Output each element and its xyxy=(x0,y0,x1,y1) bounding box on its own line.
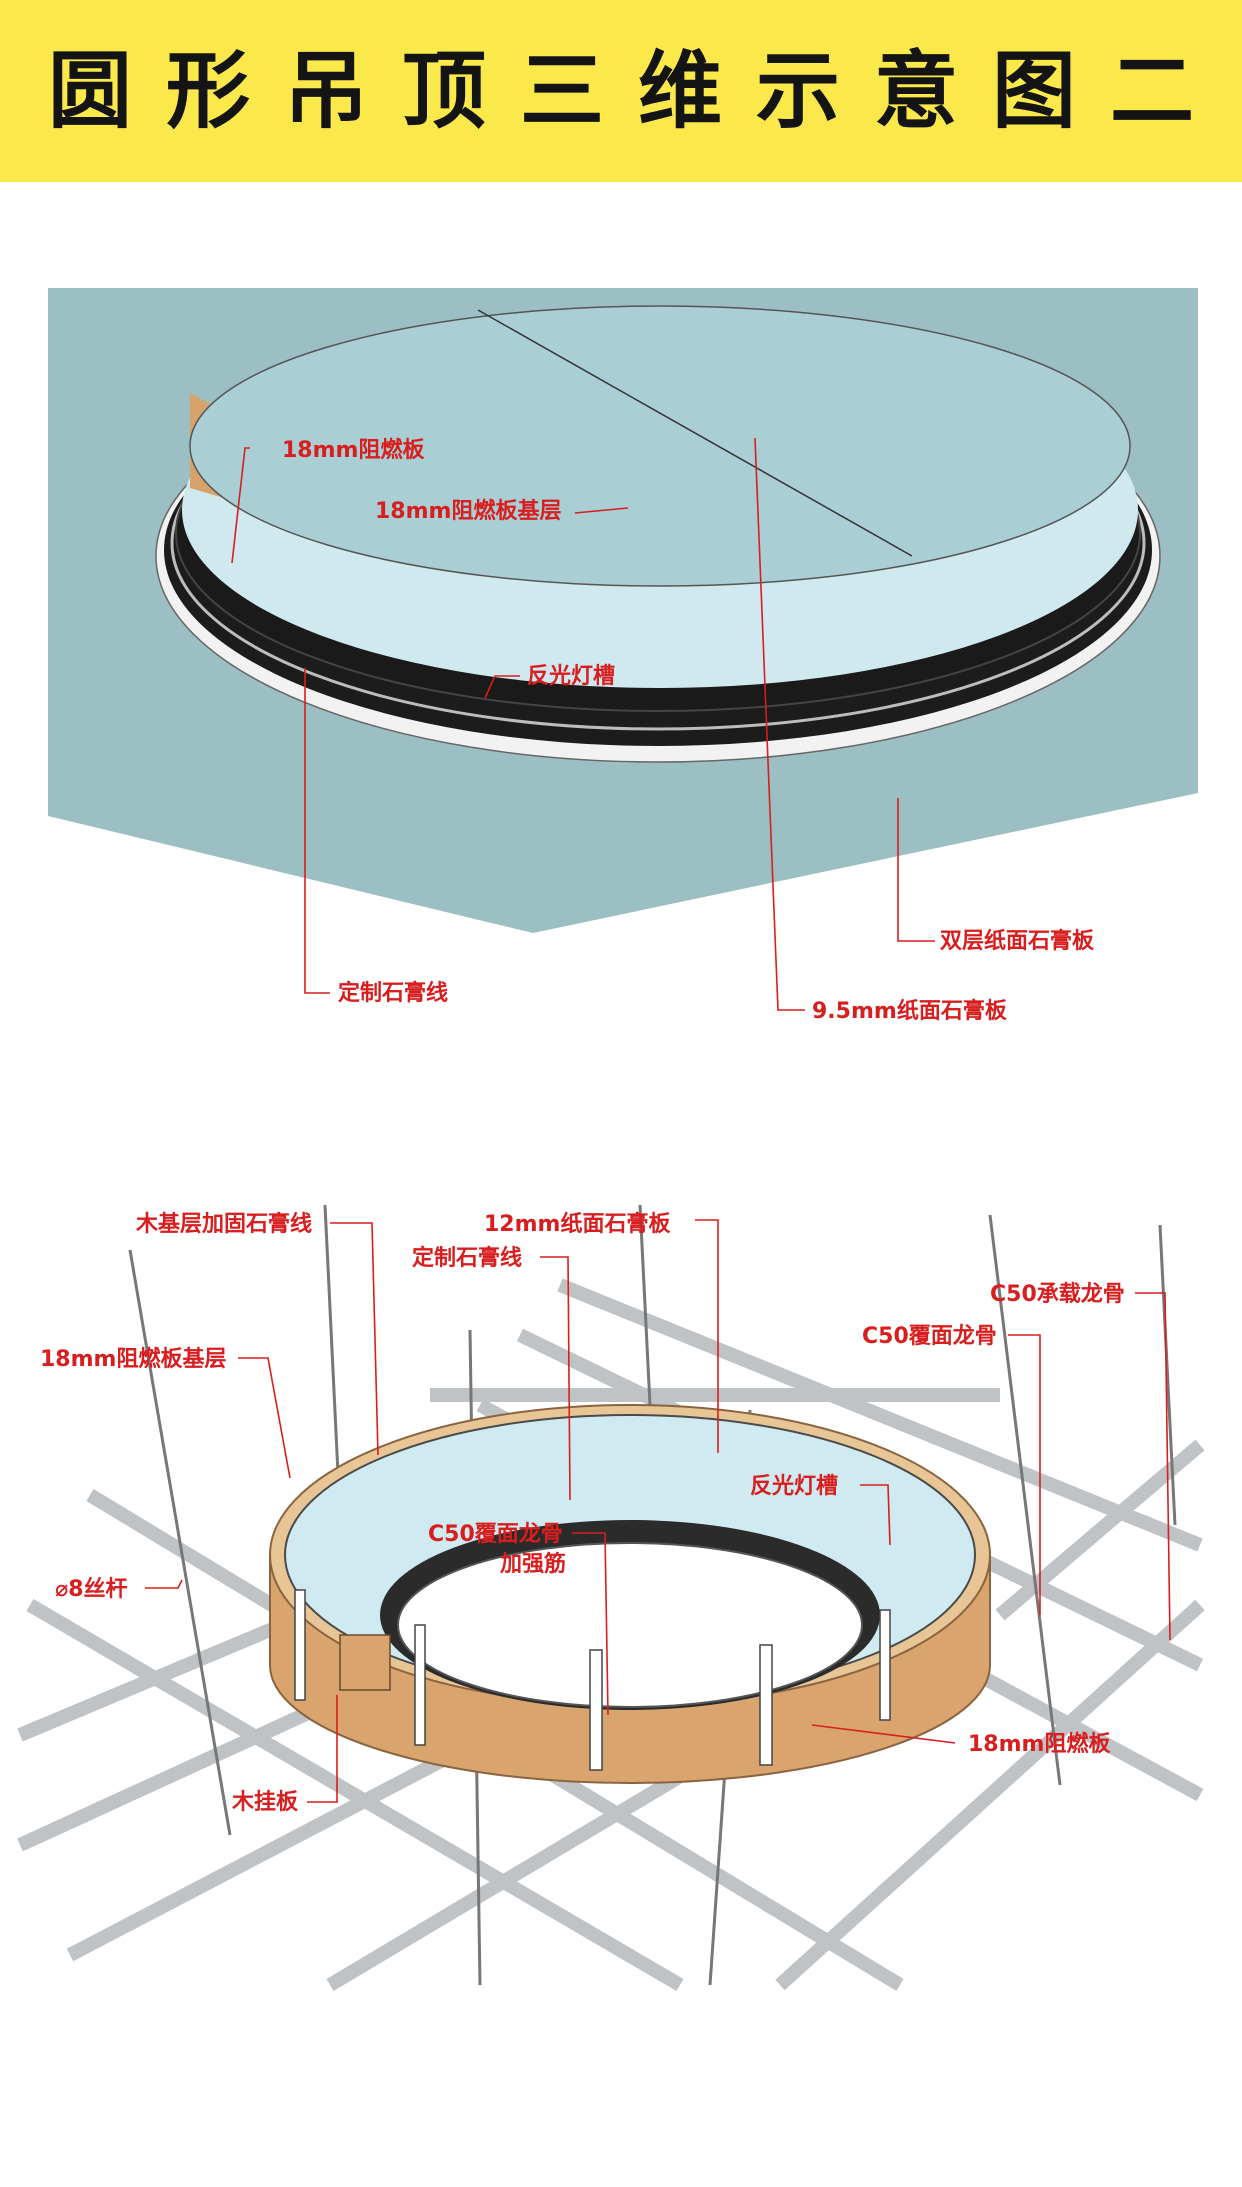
leader-light-trough xyxy=(484,675,520,699)
label-double-gypsum-board: 双层纸面石膏板 xyxy=(940,928,1095,954)
rod-6 xyxy=(323,1204,342,1516)
stiffener-3 xyxy=(589,1649,603,1771)
stiffener-4 xyxy=(759,1644,773,1766)
label-rod-8: ⌀8丝杆 xyxy=(55,1576,128,1602)
label-wood-hanger: 木挂板 xyxy=(231,1789,299,1815)
inner-ceiling-disc xyxy=(189,305,1131,587)
rod-1 xyxy=(128,1249,232,1836)
stiffener-strips xyxy=(294,1589,891,1771)
leader-wood-hanger xyxy=(307,1695,338,1803)
ring-opening xyxy=(397,1542,863,1708)
leader-fire-board xyxy=(811,1724,956,1744)
ceiling-framework-diagram: 木基层加固石膏线 12mm纸面石膏板 定制石膏线 C50承载龙骨 18mm阻燃板… xyxy=(0,1195,1242,1995)
leader-double-gypsum-board xyxy=(897,798,935,942)
leader-fire-board xyxy=(231,447,250,564)
label-custom-gypsum-line: 定制石膏线 xyxy=(338,980,448,1006)
label-custom-gypsum-line: 定制石膏线 xyxy=(412,1245,522,1271)
label-stiffener: 加强筋 xyxy=(499,1551,566,1577)
stiffener-5 xyxy=(879,1609,891,1721)
keel-11 xyxy=(995,1439,1205,1621)
keel-9 xyxy=(26,1598,684,1992)
leader-custom-gypsum-line xyxy=(540,1256,571,1501)
rod-4 xyxy=(988,1214,1062,1786)
label-c50-bearing-keel: C50承载龙骨 xyxy=(990,1281,1125,1307)
leader-gypsum-board-9-5 xyxy=(754,437,805,1011)
rod-5 xyxy=(1158,1224,1177,1526)
ceiling-top-view-svg: 18mm阻燃板 18mm阻燃板基层 反光灯槽 定制石膏线 双层纸面石膏板 9.5… xyxy=(48,288,1198,1024)
label-fire-board-base: 18mm阻燃板基层 xyxy=(40,1346,226,1372)
label-fire-board: 18mm阻燃板 xyxy=(968,1731,1111,1757)
keel-10 xyxy=(775,1599,1205,1991)
leader-rod-8 xyxy=(145,1579,183,1589)
title-banner: 圆形吊顶三维示意图二 xyxy=(0,0,1242,182)
ceiling-top-view-diagram: 18mm阻燃板 18mm阻燃板基层 反光灯槽 定制石膏线 双层纸面石膏板 9.5… xyxy=(0,288,1242,1028)
label-wood-base-gypsum: 木基层加固石膏线 xyxy=(135,1211,312,1237)
label-gypsum-board-9-5: 9.5mm纸面石膏板 xyxy=(812,998,1008,1024)
keel-7 xyxy=(557,1278,1203,1552)
leader-c50-cover xyxy=(1008,1334,1041,1615)
leader-custom-gypsum-line xyxy=(304,668,330,994)
leader-stiffener xyxy=(572,1532,609,1716)
label-gypsum-board-12: 12mm纸面石膏板 xyxy=(484,1211,671,1237)
board-seam xyxy=(477,309,913,557)
label-light-trough: 反光灯槽 xyxy=(527,664,615,689)
leader-c50-bearing xyxy=(1135,1292,1171,1641)
label-fire-board: 18mm阻燃板 xyxy=(282,437,425,463)
stiffener-2 xyxy=(414,1624,426,1746)
label-c50-cover-keel-stiffener: C50覆面龙骨 xyxy=(428,1522,563,1547)
leader-fire-board-base xyxy=(238,1357,291,1479)
page-title: 圆形吊顶三维示意图二 xyxy=(47,41,1228,140)
label-light-trough: 反光灯槽 xyxy=(750,1474,838,1499)
wood-hanger-plate xyxy=(339,1634,391,1691)
leader-fire-board-base xyxy=(574,507,629,514)
leader-gypsum-board-12 xyxy=(695,1219,719,1453)
label-fire-board-base: 18mm阻燃板基层 xyxy=(375,498,561,524)
stiffener-1 xyxy=(294,1589,306,1701)
rod-7 xyxy=(638,1204,652,1406)
label-c50-cover-keel: C50覆面龙骨 xyxy=(862,1324,997,1349)
leader-light-trough xyxy=(860,1484,891,1546)
leader-wood-base-gypsum xyxy=(330,1222,379,1456)
ceiling-framework-svg: 木基层加固石膏线 12mm纸面石膏板 定制石膏线 C50承载龙骨 18mm阻燃板… xyxy=(17,1204,1205,1992)
